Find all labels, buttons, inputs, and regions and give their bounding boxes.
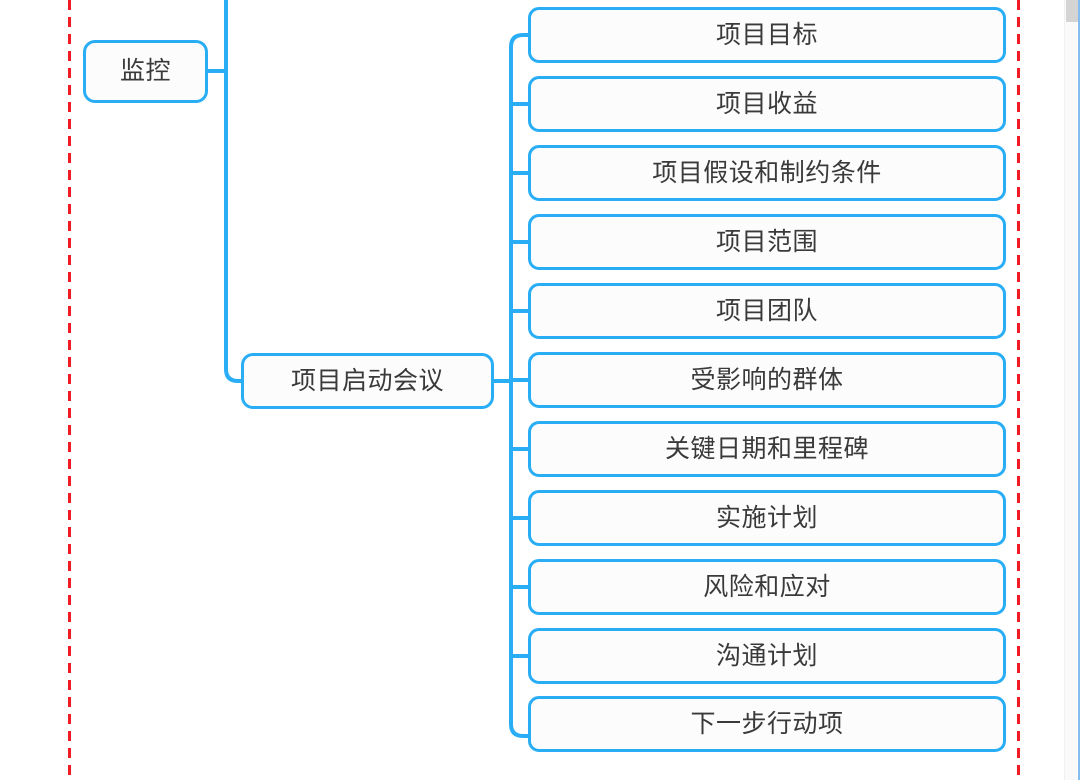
node-label: 实施计划 bbox=[715, 503, 818, 532]
node-label: 风险和应对 bbox=[703, 572, 831, 601]
node-label: 沟通计划 bbox=[715, 641, 818, 670]
node-label: 下一步行动项 bbox=[690, 709, 844, 738]
node-label: 关键日期和里程碑 bbox=[664, 434, 869, 463]
node-label: 项目目标 bbox=[715, 20, 818, 49]
node-label: 项目范围 bbox=[715, 227, 818, 256]
page-boundary-guide-right bbox=[1017, 0, 1020, 780]
mindmap-node-child-3[interactable]: 项目假设和制约条件 bbox=[528, 145, 1006, 201]
mindmap-node-child-9[interactable]: 风险和应对 bbox=[528, 559, 1006, 615]
node-label: 项目收益 bbox=[715, 89, 818, 118]
mindmap-node-child-6[interactable]: 受影响的群体 bbox=[528, 352, 1006, 408]
mindmap-node-child-11[interactable]: 下一步行动项 bbox=[528, 696, 1006, 752]
node-label: 项目团队 bbox=[715, 296, 818, 325]
node-label: 受影响的群体 bbox=[690, 365, 844, 394]
mindmap-node-child-1[interactable]: 项目目标 bbox=[528, 7, 1006, 63]
node-label: 项目假设和制约条件 bbox=[652, 158, 882, 187]
node-label: 项目启动会议 bbox=[290, 366, 444, 395]
mindmap-node-child-5[interactable]: 项目团队 bbox=[528, 283, 1006, 339]
mindmap-node-child-2[interactable]: 项目收益 bbox=[528, 76, 1006, 132]
mindmap-node-child-4[interactable]: 项目范围 bbox=[528, 214, 1006, 270]
mindmap-node-child-7[interactable]: 关键日期和里程碑 bbox=[528, 421, 1006, 477]
page-boundary-guide-left bbox=[68, 0, 71, 780]
vertical-scrollbar-thumb[interactable] bbox=[1066, 0, 1078, 22]
mindmap-node-child-10[interactable]: 沟通计划 bbox=[528, 628, 1006, 684]
node-label: 监控 bbox=[119, 57, 171, 85]
mindmap-node-project-kickoff-meeting[interactable]: 项目启动会议 bbox=[241, 353, 494, 409]
vertical-scrollbar-track[interactable] bbox=[1064, 0, 1078, 780]
canvas-right-edge bbox=[1078, 0, 1080, 780]
mindmap-node-jiankong[interactable]: 监控 bbox=[83, 40, 208, 103]
mindmap-node-child-8[interactable]: 实施计划 bbox=[528, 490, 1006, 546]
